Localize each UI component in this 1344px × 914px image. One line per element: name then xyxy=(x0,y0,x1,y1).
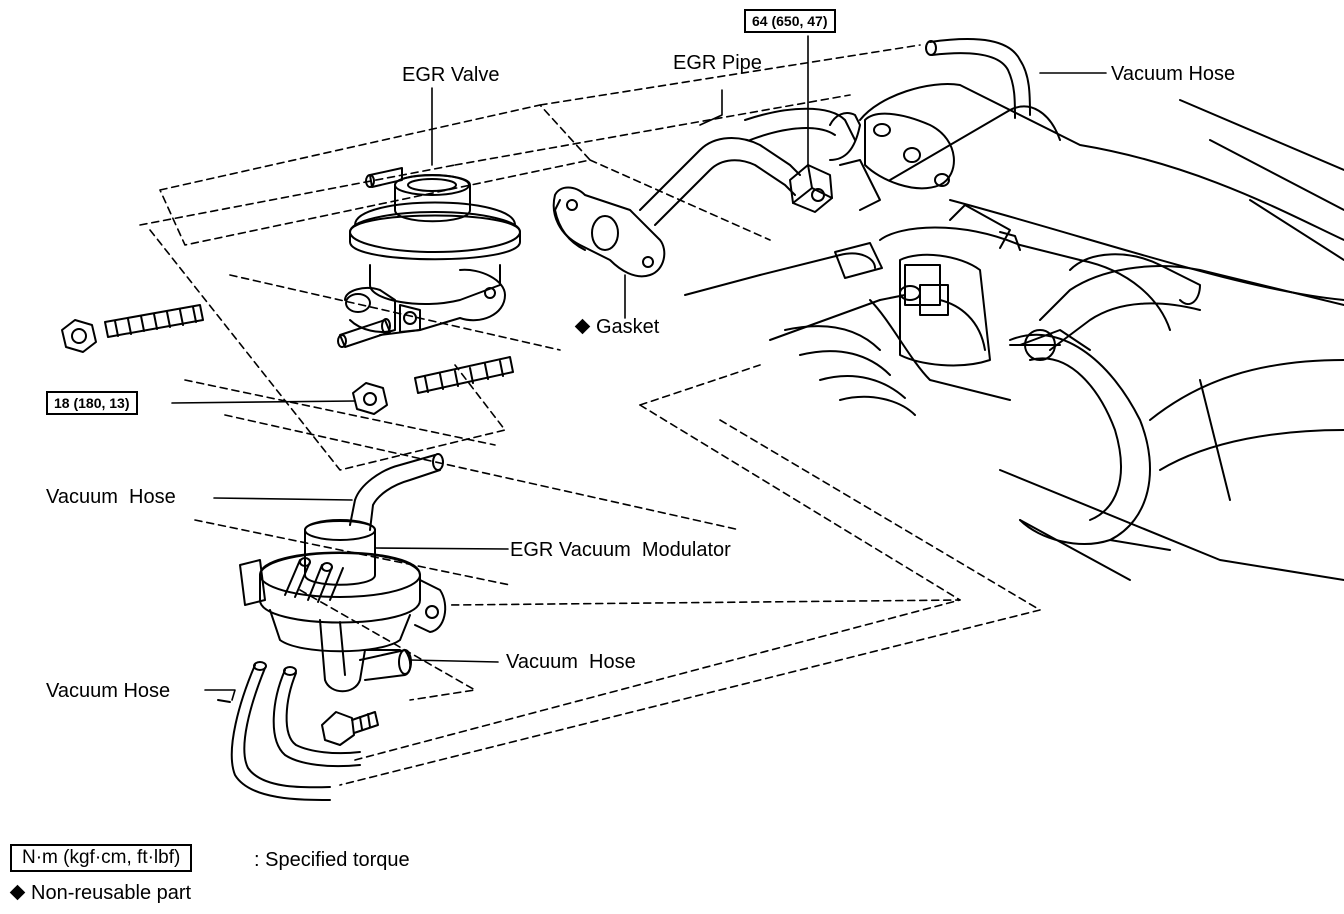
hex-nut-left xyxy=(61,319,97,353)
hex-nut-valve xyxy=(352,382,388,415)
vacuum-hoses-lower xyxy=(217,661,361,801)
legend-torque-desc: : Specified torque xyxy=(254,849,410,871)
torque-box-pipe-nut: 64 (650, 47) xyxy=(744,9,836,33)
label-gasket-text: Gasket xyxy=(596,316,660,338)
legend-non-reusable: Non-reusable part xyxy=(9,882,192,904)
egr-pipe-drawing xyxy=(639,107,881,226)
legend-non-reusable-text: Non-reusable part xyxy=(31,882,192,904)
non-reusable-diamond-icon xyxy=(574,318,591,335)
mounting-bolt xyxy=(321,711,379,746)
label-vacuum-hose-right: Vacuum Hose xyxy=(506,651,636,673)
label-vacuum-hose-left: Vacuum Hose xyxy=(46,486,176,508)
label-egr-vacuum-modulator: EGR Vacuum Modulator xyxy=(510,539,731,561)
leader-lines xyxy=(171,35,1107,701)
torque-box-valve-nut: 18 (180, 13) xyxy=(46,391,138,415)
vacuum-hose-top-drawing xyxy=(925,38,1031,119)
egr-vacuum-modulator-drawing xyxy=(239,453,447,693)
intake-manifold xyxy=(684,83,1344,581)
legend-torque-units: N·m (kgf·cm, ft·lbf) xyxy=(10,844,193,872)
stud-bolt-lower xyxy=(414,356,514,394)
egr-valve-drawing xyxy=(337,167,521,348)
stud-bolt-upper xyxy=(104,304,204,338)
gasket-drawing xyxy=(552,186,666,278)
legend-diamond-icon xyxy=(9,884,26,901)
label-gasket: Gasket xyxy=(574,316,660,338)
label-egr-pipe: EGR Pipe xyxy=(673,52,762,74)
label-vacuum-hose-top: Vacuum Hose xyxy=(1111,63,1236,85)
label-vacuum-hose-bottom: Vacuum Hose xyxy=(46,680,171,702)
label-egr-valve: EGR Valve xyxy=(402,64,500,86)
